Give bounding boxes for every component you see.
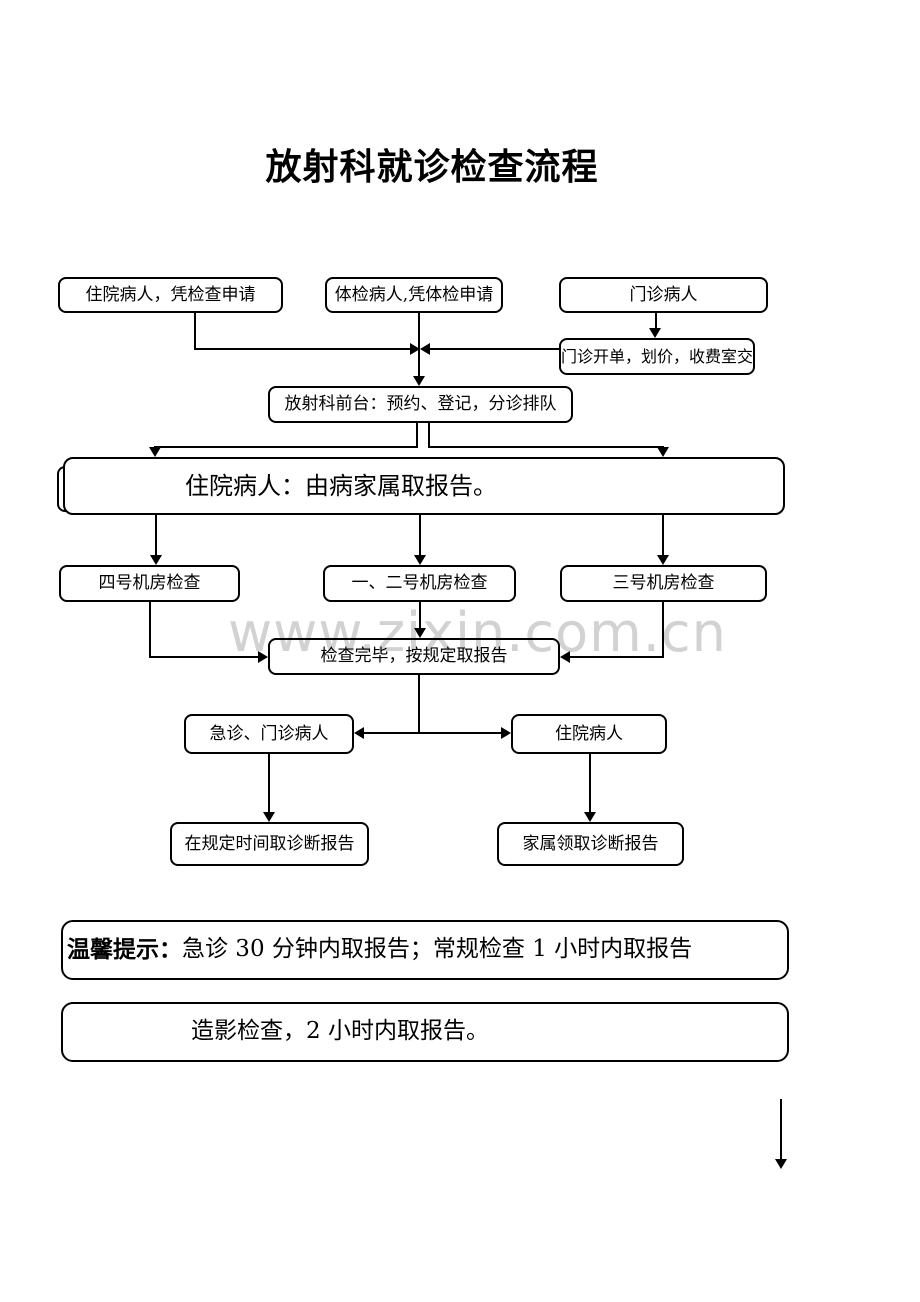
notice-tip-label: 温馨提示： xyxy=(67,936,182,964)
watermark-text: www.zixin.com.cn xyxy=(228,601,727,664)
page-title: 放射科就诊检查流程 xyxy=(265,146,599,188)
arrowhead-left xyxy=(420,343,430,355)
arrowhead-down xyxy=(657,555,669,565)
node-label: 门诊开单，划价，收费室交 xyxy=(561,346,754,366)
node-label: 住院病人：由病家属取报告。 xyxy=(185,471,497,500)
node-label: 门诊病人 xyxy=(629,284,698,305)
arrowhead-down xyxy=(775,1159,787,1169)
arrowhead-right xyxy=(258,651,268,663)
connector-line xyxy=(419,602,421,629)
node-er-outpatient: 急诊、门诊病人 xyxy=(184,714,354,754)
connector-line xyxy=(662,602,664,658)
node-label: 三号机房检查 xyxy=(612,573,715,594)
node-front-desk: 放射科前台：预约、登记，分诊排队 xyxy=(268,386,573,423)
connector-line xyxy=(416,423,418,448)
connector-line xyxy=(589,754,591,812)
node-room12: 一、二号机房检查 xyxy=(323,565,516,602)
node-label: 急诊、门诊病人 xyxy=(209,723,329,744)
node-inpatient-report: 住院病人：由病家属取报告。 xyxy=(63,457,785,515)
node-label: 家属领取诊断报告 xyxy=(522,833,659,854)
node-label: 一、二号机房检查 xyxy=(351,573,488,594)
arrowhead-down xyxy=(584,812,596,822)
node-label: 住院病人 xyxy=(555,723,623,744)
connector-line xyxy=(428,423,430,448)
node-room4: 四号机房检查 xyxy=(59,565,240,602)
arrowhead-down xyxy=(149,447,161,457)
connector-line xyxy=(154,446,418,448)
connector-line xyxy=(360,732,505,734)
connector-line xyxy=(268,754,270,812)
arrowhead-right xyxy=(410,343,420,355)
node-room3: 三号机房检查 xyxy=(560,565,767,602)
arrowhead-left xyxy=(560,651,570,663)
arrowhead-down xyxy=(263,812,275,822)
node-label: 四号机房检查 xyxy=(98,573,201,594)
notice-tip-box: 温馨提示：急诊 30 分钟内取报告；常规检查 1 小时内取报告 xyxy=(61,920,789,980)
notice-tip-text: 急诊 30 分钟内取报告；常规检查 1 小时内取报告 xyxy=(182,936,693,963)
connector-line xyxy=(149,602,151,658)
node-inpatient-request: 住院病人，凭检查申请 xyxy=(58,277,283,313)
node-physical-exam: 体检病人,凭体检申请 xyxy=(325,277,503,313)
notice-contrast-text: 造影检查，2 小时内取报告。 xyxy=(191,1018,489,1045)
arrowhead-right xyxy=(501,727,511,739)
arrowhead-down xyxy=(150,555,162,565)
connector-line xyxy=(194,313,196,350)
arrowhead-left xyxy=(354,727,364,739)
node-family-report: 家属领取诊断报告 xyxy=(497,822,684,866)
node-label: 放射科前台：预约、登记，分诊排队 xyxy=(284,394,557,415)
node-outpatient: 门诊病人 xyxy=(559,277,768,313)
connector-line xyxy=(418,675,420,734)
arrowhead-down xyxy=(414,555,426,565)
arrowhead-down xyxy=(657,447,669,457)
node-inpatient-pickup: 住院病人 xyxy=(511,714,667,754)
node-exam-done: 检查完毕，按规定取报告 xyxy=(268,638,560,675)
arrowhead-down xyxy=(414,628,426,638)
node-outpatient-billing: 门诊开单，划价，收费室交 xyxy=(559,338,755,375)
notice-contrast-box: 造影检查，2 小时内取报告。 xyxy=(61,1002,789,1062)
connector-line xyxy=(419,515,421,556)
node-label: 住院病人，凭检查申请 xyxy=(85,284,256,305)
node-label: 在规定时间取诊断报告 xyxy=(184,833,355,854)
connector-line xyxy=(194,348,410,350)
connector-line xyxy=(428,446,664,448)
connector-line xyxy=(418,313,420,376)
node-scheduled-report: 在规定时间取诊断报告 xyxy=(170,822,369,866)
node-label: 检查完毕，按规定取报告 xyxy=(320,646,508,667)
connector-line xyxy=(662,515,664,556)
connector-line xyxy=(149,656,259,658)
connector-line xyxy=(780,1099,782,1160)
connector-line xyxy=(655,313,657,329)
connector-line xyxy=(570,656,664,658)
node-label: 体检病人,凭体检申请 xyxy=(334,284,494,305)
arrowhead-down xyxy=(649,328,661,338)
connector-line xyxy=(430,348,559,350)
connector-line xyxy=(155,515,157,556)
arrowhead-down xyxy=(413,376,425,386)
